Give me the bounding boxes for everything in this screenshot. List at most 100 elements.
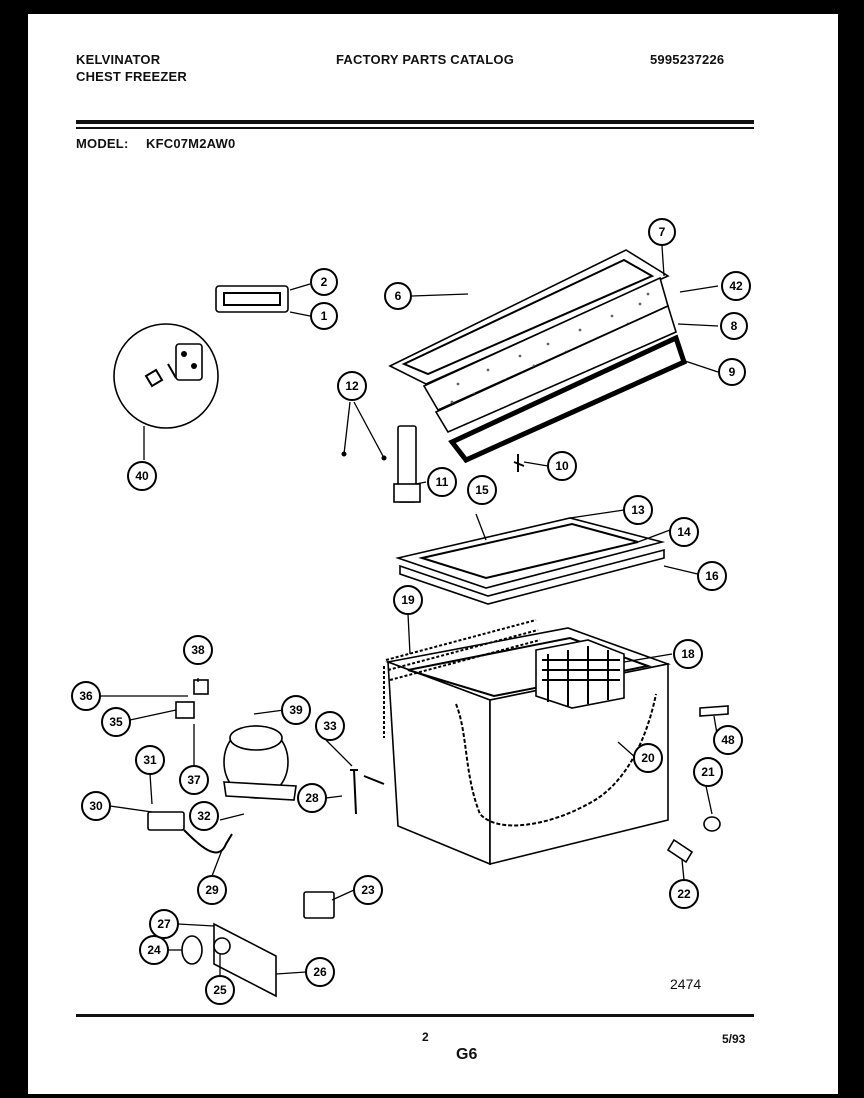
svg-text:7: 7 [659,225,666,239]
freezer-cabinet [383,619,671,866]
footer-rule [76,1014,754,1017]
callout-25: 25 [205,975,235,1005]
svg-text:28: 28 [305,791,319,805]
callout-22: 22 [669,879,699,909]
svg-text:30: 30 [89,799,103,813]
callout-35: 35 [101,707,131,737]
exploded-parts-diagram: 1 2 6 7 42 8 9 10 11 12 13 14 15 16 18 1… [71,218,751,1005]
svg-text:33: 33 [323,719,337,733]
svg-text:40: 40 [135,469,149,483]
svg-text:38: 38 [191,643,205,657]
svg-text:48: 48 [721,733,735,747]
svg-text:8: 8 [731,319,738,333]
svg-text:15: 15 [475,483,489,497]
spacer-48 [699,705,729,717]
callout-42: 42 [721,271,751,301]
catalog-title: FACTORY PARTS CATALOG [336,52,515,67]
svg-text:25: 25 [213,983,227,997]
header-rule-thick [76,120,754,124]
callout-11: 11 [427,467,457,497]
svg-text:37: 37 [187,773,201,787]
drain-plug [703,816,721,832]
callout-21: 21 [693,757,723,787]
svg-text:27: 27 [157,917,171,931]
svg-text:26: 26 [313,965,327,979]
model-label: MODEL: [76,136,129,151]
callout-7: 7 [648,218,676,246]
callout-23: 23 [353,875,383,905]
callout-13: 13 [623,495,653,525]
overload [193,679,209,695]
callout-1: 1 [310,302,338,330]
callout-15: 15 [467,475,497,505]
svg-text:32: 32 [197,809,211,823]
lid-handle [215,285,289,313]
control-panel [181,922,277,998]
model-number: KFC07M2AW0 [146,136,236,151]
lid-assembly [388,249,688,472]
header-rule-thin [76,127,754,129]
callout-8: 8 [720,312,748,340]
catalog-number: 5995237226 [650,52,725,67]
callout-30: 30 [81,791,111,821]
svg-text:22: 22 [677,887,691,901]
svg-text:36: 36 [79,689,93,703]
svg-text:20: 20 [641,751,655,765]
svg-text:35: 35 [109,715,123,729]
callout-29: 29 [197,875,227,905]
callout-9: 9 [718,358,746,386]
callout-32: 32 [189,801,219,831]
light-switch [303,891,335,919]
detail-circle [113,323,219,429]
callout-10: 10 [547,451,577,481]
callout-37: 37 [179,765,209,795]
svg-text:11: 11 [436,475,449,489]
svg-text:16: 16 [705,569,719,583]
drain-tube [666,838,694,864]
svg-text:21: 21 [701,765,715,779]
callout-6: 6 [384,282,412,310]
svg-text:1: 1 [321,309,328,323]
svg-text:23: 23 [361,883,375,897]
svg-text:9: 9 [729,365,736,379]
callout-40: 40 [127,461,157,491]
power-cord [183,829,233,854]
svg-text:6: 6 [395,289,402,303]
callout-12: 12 [337,371,367,401]
callout-16: 16 [697,561,727,591]
svg-text:18: 18 [681,647,695,661]
breaker-frame [395,517,666,605]
callout-28: 28 [297,783,327,813]
callout-24: 24 [139,935,169,965]
svg-text:29: 29 [205,883,219,897]
callout-20: 20 [633,743,663,773]
svg-text:12: 12 [345,379,359,393]
svg-text:31: 31 [143,753,157,767]
svg-text:10: 10 [555,459,569,473]
callout-27: 27 [149,909,179,939]
callout-26: 26 [305,957,335,987]
lid-hinge [341,425,421,503]
callout-2: 2 [310,268,338,296]
brand-name: KELVINATOR [76,52,161,67]
callout-33: 33 [315,711,345,741]
callout-36: 36 [71,681,101,711]
svg-text:14: 14 [677,525,691,539]
figure-number: 2474 [670,976,702,992]
page-number: 2 [422,1030,429,1044]
callout-38: 38 [183,635,213,665]
date-code: 5/93 [722,1032,746,1046]
drier [350,769,385,815]
svg-text:24: 24 [147,943,161,957]
relay [175,701,195,719]
callout-31: 31 [135,745,165,775]
callout-39: 39 [281,695,311,725]
product-name: CHEST FREEZER [76,69,187,84]
catalog-sheet: KELVINATOR CHEST FREEZER FACTORY PARTS C… [28,14,838,1094]
callout-14: 14 [669,517,699,547]
callout-48: 48 [713,725,743,755]
thermostat [147,811,185,831]
svg-text:13: 13 [631,503,645,517]
svg-text:39: 39 [289,703,303,717]
callout-19: 19 [393,585,423,615]
